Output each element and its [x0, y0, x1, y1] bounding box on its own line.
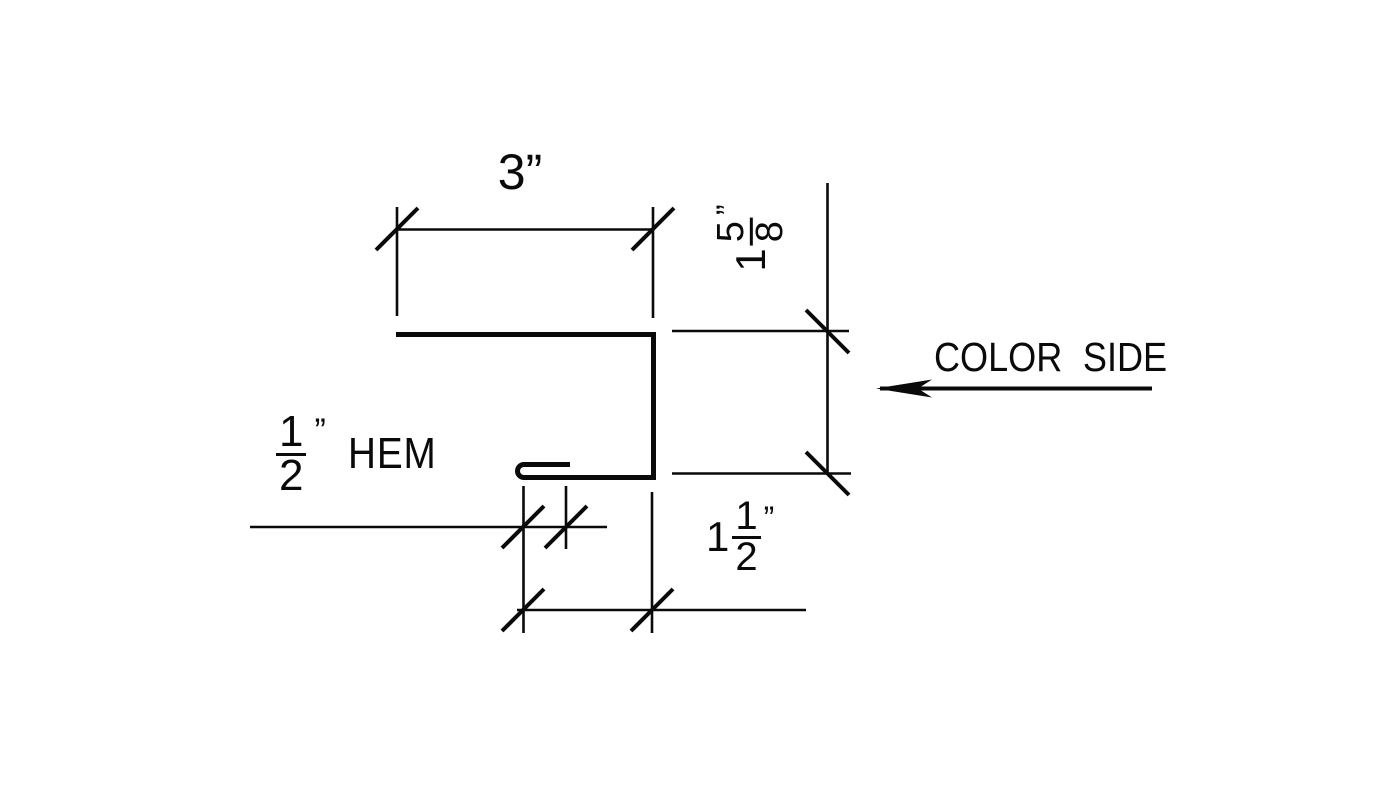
dim-right-numerator: 5: [710, 218, 753, 246]
dim-bottom-whole-number: 1: [706, 512, 730, 560]
dim-right-denominator: 8: [749, 221, 791, 243]
dim-bottom-numerator: 1: [732, 496, 761, 539]
dim-top-tick-right: [630, 206, 676, 252]
dim-right-fraction: 5 8: [710, 218, 791, 246]
color-side-label: COLOR SIDE: [934, 337, 1167, 378]
dim-right-height: [672, 183, 851, 497]
dim-bottom-inch-mark: ”: [763, 500, 775, 536]
dim-bottom-tick-right: [629, 587, 675, 633]
dim-top-width-text: 3”: [497, 144, 543, 200]
dim-hem-fraction: 1 2: [276, 409, 307, 501]
dim-hem-inch-mark: ”: [314, 412, 326, 450]
dim-bottom-fraction: 1 2: [732, 496, 761, 579]
dim-hem-tick-right: [543, 504, 589, 550]
dim-label-right-height: 1 5 8 ”: [709, 204, 791, 272]
dim-hem-numerator: 1: [276, 409, 307, 457]
dim-hem-denominator: 2: [279, 451, 304, 501]
dim-hem-word: HEM: [347, 429, 437, 479]
dim-top-tick-left: [374, 206, 420, 252]
dim-label-top-width: 3”: [460, 147, 580, 197]
dim-bottom-tick-left: [500, 587, 546, 633]
dim-bottom-width: [500, 492, 806, 633]
color-side-arrow: [876, 379, 1152, 398]
dim-hem-tick-left: [500, 504, 546, 550]
dim-label-hem: 1 2 ” HEM: [276, 409, 449, 501]
dim-top-width: [374, 206, 676, 318]
profile-outline: [396, 332, 656, 480]
color-side-text: COLOR SIDE: [934, 334, 1168, 380]
dim-right-whole-number: 1: [727, 248, 774, 272]
dim-right-tick-top: [804, 308, 851, 355]
left-arrowhead-icon: [876, 379, 932, 398]
dim-right-inch-mark: ”: [709, 204, 746, 216]
dim-bottom-denominator: 2: [735, 534, 758, 579]
dim-right-tick-bottom: [804, 450, 851, 497]
dim-label-bottom-width: 1 1 2 ”: [706, 496, 775, 579]
